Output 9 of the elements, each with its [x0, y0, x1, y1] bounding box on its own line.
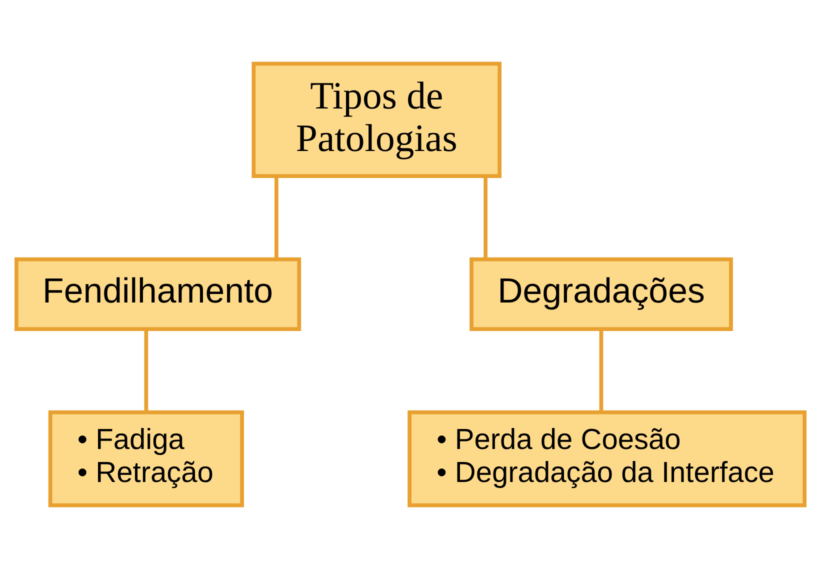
connector	[144, 329, 148, 412]
node-box: • Fadiga • Retração	[48, 410, 244, 508]
node-box: Fendilhamento	[14, 257, 302, 331]
connector	[484, 176, 488, 259]
node-box: • Perda de Coesão • Degradação da Interface	[408, 410, 806, 508]
connector	[274, 176, 278, 259]
node-box: Degradações	[470, 257, 733, 331]
node-box: Tipos de Patologias	[252, 62, 502, 178]
connector	[599, 329, 604, 412]
